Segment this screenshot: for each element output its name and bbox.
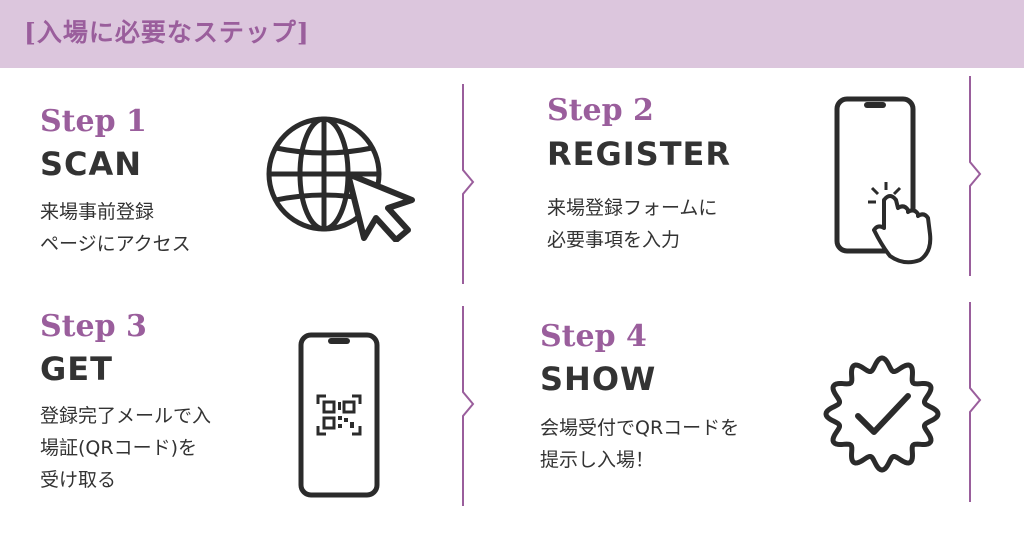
step-2-description: 来場登録フォームに 必要事項を入力 <box>547 192 717 256</box>
step-2-name: REGISTER <box>547 135 732 173</box>
step-4-label: Step 4 <box>540 319 647 354</box>
step-3-desc-line: 場証(QRコード)を <box>40 437 197 459</box>
step-1-name: SCAN <box>40 145 143 183</box>
step-2-label: Step 2 <box>547 93 654 128</box>
step-3-desc-line: 登録完了メールで入 <box>40 405 212 427</box>
step-arrow-divider <box>969 302 982 502</box>
step-arrow-divider <box>462 306 475 506</box>
globe-cursor-icon <box>266 116 415 242</box>
step-4-description: 会場受付でQRコードを 提示し入場！ <box>540 412 739 476</box>
step-1-desc-line: 来場事前登録 <box>40 201 155 223</box>
step-3-desc-line: 受け取る <box>40 469 117 491</box>
step-2-desc-line: 来場登録フォームに <box>547 197 718 219</box>
page-title: [入場に必要なステップ] <box>24 18 310 47</box>
step-3-description: 登録完了メールで入 場証(QRコード)を 受け取る <box>40 400 211 496</box>
phone-qr-icon <box>298 332 380 498</box>
step-1-desc-line: ページにアクセス <box>40 233 191 255</box>
step-arrow-divider <box>969 76 982 276</box>
phone-tap-icon <box>834 96 933 265</box>
check-badge-icon <box>823 355 941 473</box>
step-4-name: SHOW <box>540 360 657 398</box>
header-bar: [入場に必要なステップ] <box>0 0 1024 68</box>
step-3-name: GET <box>40 350 113 388</box>
step-4-desc-line: 提示し入場！ <box>540 449 655 471</box>
step-1-description: 来場事前登録 ページにアクセス <box>40 196 191 260</box>
step-2-desc-line: 必要事項を入力 <box>547 229 681 251</box>
step-arrow-divider <box>462 84 475 284</box>
step-4-desc-line: 会場受付でQRコードを <box>540 417 740 439</box>
step-1-label: Step 1 <box>40 104 147 139</box>
step-3-label: Step 3 <box>40 309 147 344</box>
